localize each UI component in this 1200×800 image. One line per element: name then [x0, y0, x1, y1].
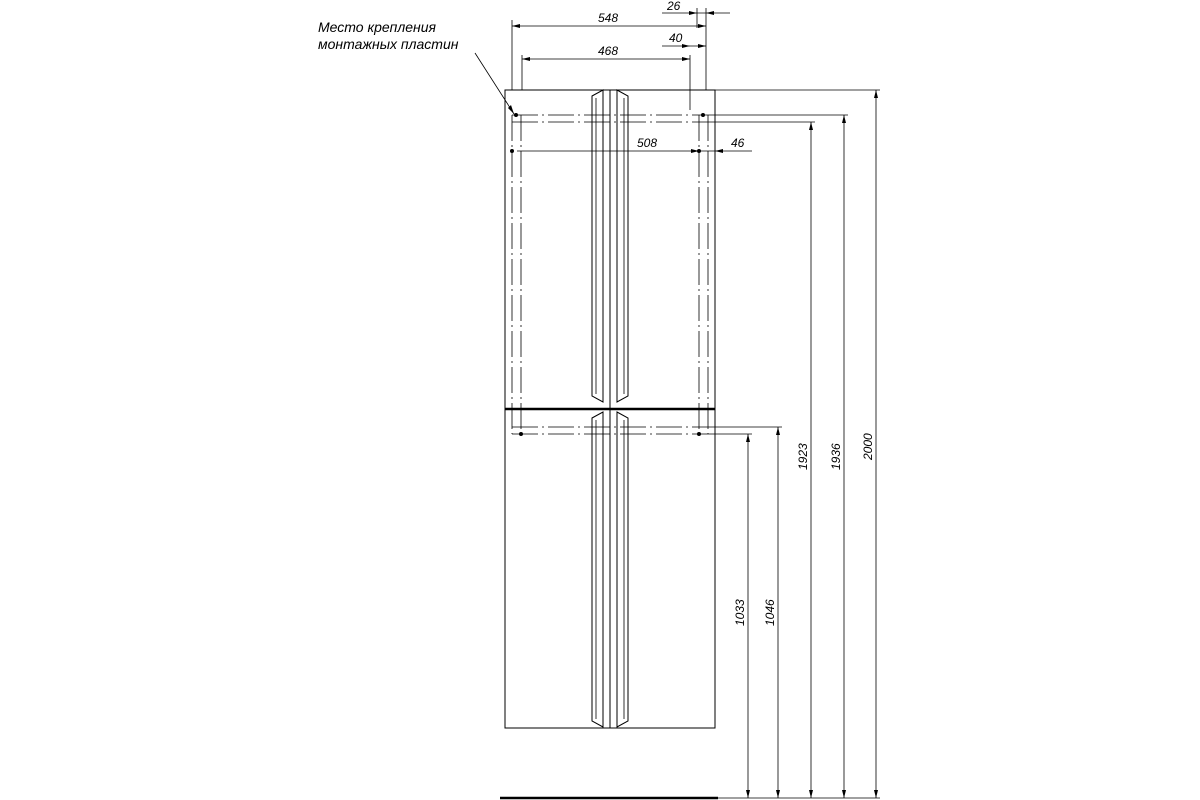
- horizontal-dimensions: 548 26 468 40 508 46: [511, 0, 752, 153]
- dim-label-40: 40: [669, 31, 683, 45]
- arrow-1033-bottom: [746, 790, 750, 798]
- upper-right-handle: [616, 89, 629, 403]
- callout-leader: [474, 52, 515, 115]
- arrow-26-left: [689, 11, 697, 15]
- dim-label-548: 548: [598, 11, 618, 25]
- arrow-1936-bottom: [842, 790, 846, 798]
- arrow-468-right: [682, 57, 690, 61]
- dim-label-468: 468: [598, 44, 618, 58]
- lower-right-handle: [616, 411, 629, 728]
- arrow-468-left: [522, 57, 530, 61]
- mount-point-top-left: [514, 113, 518, 117]
- callout-arrowhead: [508, 105, 514, 114]
- mount-point-bottom-right: [697, 432, 701, 436]
- dim-label-26: 26: [666, 0, 681, 13]
- dim-label-508: 508: [637, 136, 657, 150]
- upper-left-handle: [591, 89, 604, 403]
- dim-label-1033: 1033: [733, 599, 747, 626]
- mount-point-top-right: [701, 113, 705, 117]
- dim-label-1936: 1936: [829, 443, 843, 470]
- callout-line-2: монтажных пластин: [318, 36, 459, 52]
- dim-label-1923: 1923: [796, 443, 810, 470]
- dim-label-46: 46: [731, 136, 745, 150]
- mount-point-mid-left: [510, 149, 514, 153]
- mounting-plate-callout: Место крепления монтажных пластин: [318, 19, 515, 115]
- arrow-2000-top: [874, 90, 878, 98]
- arrow-2000-bottom: [874, 790, 878, 798]
- arrow-26-right: [706, 11, 714, 15]
- arrow-548-right: [698, 24, 706, 28]
- mounting-frame: [510, 113, 709, 436]
- callout-line-1: Место крепления: [318, 19, 437, 35]
- arrow-46-right: [715, 149, 723, 153]
- arrow-1923-top: [809, 122, 813, 130]
- mount-point-bottom-left: [519, 432, 523, 436]
- arrow-40-right: [698, 44, 706, 48]
- arrow-1033-top: [746, 434, 750, 442]
- dim-label-1046: 1046: [763, 599, 777, 626]
- dim-label-2000: 2000: [861, 433, 875, 461]
- arrow-1046-top: [776, 427, 780, 435]
- arrow-1936-top: [842, 115, 846, 123]
- lower-left-handle: [591, 411, 604, 728]
- arrow-40-left: [682, 44, 690, 48]
- cabinet-body: [500, 89, 718, 800]
- arrow-548-left: [512, 24, 520, 28]
- vertical-dimensions: 2000 1936 1923 1046 1033: [708, 89, 880, 799]
- arrow-1046-bottom: [776, 790, 780, 798]
- arrow-1923-bottom: [809, 790, 813, 798]
- arrow-508-right: [691, 149, 699, 153]
